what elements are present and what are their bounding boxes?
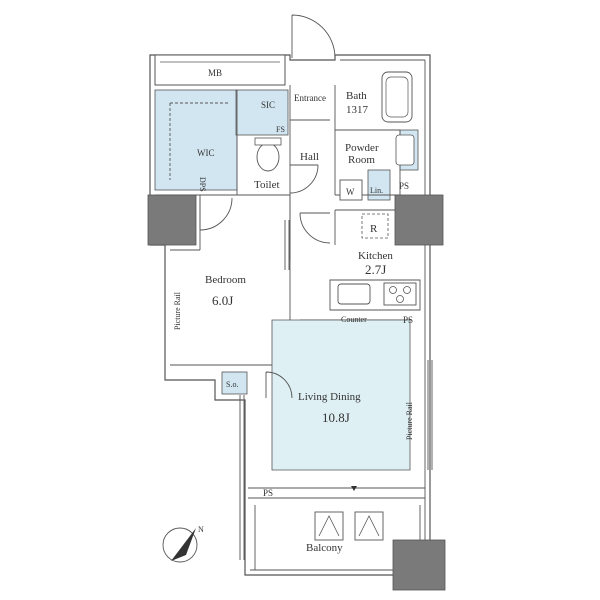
storage-areas	[154, 89, 419, 395]
column-bottom-right	[392, 539, 446, 591]
living-dining-label: Living Dining	[298, 391, 361, 403]
hall-door-icon	[299, 212, 331, 244]
windows	[239, 220, 433, 560]
linen-label: Lin.	[370, 186, 383, 195]
refrigerator-icon	[361, 213, 389, 239]
toilet-label: Toilet	[254, 179, 280, 191]
ps-balcony-label: PS	[263, 488, 273, 498]
powder-room-label-line1: Powder	[345, 142, 379, 154]
entrance-door-icon	[291, 14, 336, 59]
toilet-bowl-icon	[256, 142, 280, 172]
refrigerator-label: R	[370, 223, 378, 235]
entrance-label: Entrance	[294, 93, 326, 103]
window-arrow-icon	[351, 486, 357, 491]
bath-label: Bath	[346, 90, 367, 102]
bath-size-label: 1317	[346, 104, 369, 116]
living-door-icon	[265, 371, 293, 399]
balcony-label: Balcony	[306, 542, 343, 554]
mb-cabinet	[154, 54, 286, 86]
sic-area	[235, 89, 289, 136]
washer-icon	[339, 179, 363, 201]
doors	[199, 14, 336, 399]
so-label: S.o.	[226, 380, 238, 389]
living-dining-area	[271, 319, 411, 471]
ps-kitchen-label: PS	[403, 315, 413, 325]
living-dining-size-label: 10.8J	[322, 410, 350, 425]
fixtures	[254, 71, 417, 541]
stove-icon	[383, 282, 417, 306]
ps-top-label: PS	[399, 181, 409, 191]
bedroom-door-icon	[199, 197, 233, 231]
kitchen-label: Kitchen	[358, 250, 393, 262]
structural-columns	[147, 194, 446, 591]
wic-label: WIC	[197, 148, 215, 158]
counter-label: Counter	[341, 315, 367, 324]
bedroom-size-label: 6.0J	[212, 293, 233, 308]
picture-rail-left-label: Picture Rail	[173, 291, 182, 330]
washer-label: W	[346, 187, 355, 197]
wic-area	[154, 89, 238, 191]
column-left	[147, 194, 197, 246]
compass-label: N	[198, 525, 204, 534]
sink-icon	[337, 283, 371, 305]
picture-rail-right-label: Picture Rail	[405, 401, 414, 440]
washbasin-icon	[395, 134, 415, 166]
dps-label: DPS	[198, 177, 207, 192]
column-right	[394, 194, 444, 246]
sic-label: SIC	[261, 100, 275, 110]
kitchen-size-label: 2.7J	[365, 262, 386, 277]
ac-unit-icon	[354, 511, 384, 541]
fs-label: FS	[276, 125, 285, 134]
powder-room-label-line2: Room	[348, 154, 375, 166]
hall-label: Hall	[300, 151, 319, 163]
north-compass-icon: N	[162, 525, 204, 563]
toilet-door-icon	[289, 164, 319, 194]
linen-area	[367, 169, 391, 201]
bathtub-icon	[381, 71, 413, 123]
ac-unit-icon	[314, 511, 344, 541]
bedroom-label: Bedroom	[205, 274, 246, 286]
room-labels: MB Entrance Bath 1317 SIC FS WIC DPS Toi…	[173, 68, 414, 554]
so-area	[221, 371, 248, 395]
mb-label: MB	[208, 68, 222, 78]
